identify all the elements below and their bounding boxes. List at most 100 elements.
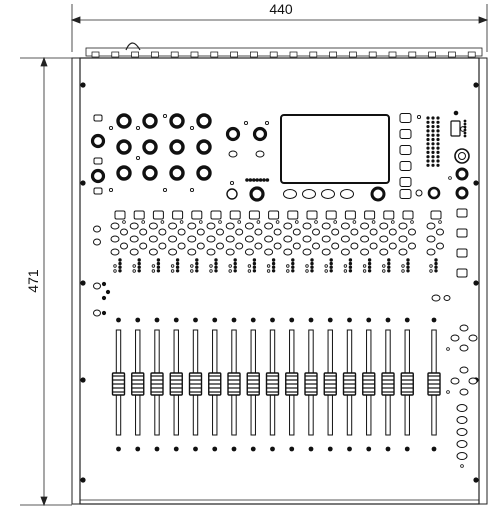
nav-button[interactable] (450, 377, 460, 385)
master-fader[interactable] (427, 317, 441, 452)
channel-button[interactable] (436, 242, 444, 250)
rotary-knob[interactable] (142, 139, 158, 155)
channel-button[interactable] (235, 242, 244, 250)
function-button[interactable] (399, 161, 412, 171)
channel-button[interactable] (120, 228, 128, 236)
channel-button[interactable] (302, 222, 312, 230)
rotary-knob[interactable] (455, 167, 469, 181)
rotary-knob[interactable] (455, 186, 469, 200)
channel-button[interactable] (110, 235, 120, 243)
nav-button[interactable] (456, 440, 468, 448)
rotary-knob[interactable] (90, 133, 106, 149)
channel-button[interactable] (225, 248, 235, 256)
channel-button[interactable] (408, 228, 416, 236)
channel-button[interactable] (254, 228, 263, 236)
rotary-knob[interactable] (196, 113, 212, 129)
channel-button[interactable] (331, 228, 340, 236)
rotary-knob[interactable] (196, 139, 212, 155)
nav-button[interactable] (459, 344, 469, 352)
nav-button[interactable] (456, 452, 468, 460)
nav-button[interactable] (459, 366, 469, 374)
channel-button[interactable] (264, 222, 274, 230)
small-button[interactable] (415, 189, 423, 197)
channel-button[interactable] (148, 235, 158, 243)
small-button[interactable] (228, 150, 238, 158)
channel-button[interactable] (206, 248, 216, 256)
channel-select-button[interactable] (114, 210, 126, 220)
channel-button[interactable] (398, 222, 408, 230)
channel-fader[interactable] (169, 317, 183, 452)
channel-button[interactable] (216, 242, 224, 250)
channel-button[interactable] (292, 228, 301, 236)
function-button[interactable] (399, 189, 412, 199)
function-button[interactable] (399, 129, 412, 139)
channel-button[interactable] (225, 222, 235, 230)
channel-select-button[interactable] (344, 210, 356, 220)
channel-button[interactable] (254, 242, 263, 250)
channel-button[interactable] (321, 222, 331, 230)
channel-fader[interactable] (304, 317, 318, 452)
channel-select-button[interactable] (383, 210, 395, 220)
channel-select-button[interactable] (191, 210, 203, 220)
channel-button[interactable] (168, 235, 178, 243)
channel-button[interactable] (273, 228, 282, 236)
channel-button[interactable] (340, 248, 350, 256)
channel-button[interactable] (139, 228, 148, 236)
channel-button[interactable] (388, 242, 397, 250)
channel-button[interactable] (264, 248, 274, 256)
channel-button[interactable] (292, 242, 301, 250)
channel-button[interactable] (148, 222, 158, 230)
channel-button[interactable] (426, 222, 436, 230)
channel-fader[interactable] (285, 317, 299, 452)
channel-button[interactable] (302, 235, 312, 243)
channel-button[interactable] (340, 235, 350, 243)
touch-screen[interactable] (280, 114, 390, 184)
channel-fader[interactable] (381, 317, 395, 452)
function-button[interactable] (456, 208, 468, 218)
channel-button[interactable] (312, 228, 320, 236)
channel-fader[interactable] (323, 317, 337, 452)
nav-button[interactable] (459, 324, 469, 332)
channel-select-button[interactable] (133, 210, 145, 220)
rotary-knob[interactable] (90, 168, 106, 184)
channel-button[interactable] (398, 235, 408, 243)
channel-button[interactable] (426, 235, 436, 243)
channel-button[interactable] (187, 235, 197, 243)
channel-button[interactable] (148, 248, 158, 256)
channel-fader[interactable] (265, 317, 280, 452)
channel-button[interactable] (187, 222, 197, 230)
channel-button[interactable] (225, 235, 235, 243)
channel-select-button[interactable] (430, 210, 442, 220)
channel-select-button[interactable] (210, 210, 222, 220)
function-button[interactable] (399, 145, 412, 155)
soft-key[interactable] (340, 189, 354, 199)
channel-button[interactable] (177, 242, 186, 250)
channel-select-button[interactable] (306, 210, 318, 220)
channel-button[interactable] (273, 242, 282, 250)
rotary-knob[interactable] (196, 165, 212, 181)
channel-button[interactable] (129, 235, 139, 243)
rotary-knob[interactable] (142, 113, 158, 129)
channel-button[interactable] (369, 242, 378, 250)
channel-button[interactable] (340, 222, 350, 230)
channel-button[interactable] (321, 248, 331, 256)
channel-button[interactable] (177, 228, 186, 236)
rotary-knob[interactable] (249, 186, 265, 202)
function-button[interactable] (456, 268, 468, 278)
soft-key[interactable] (302, 189, 316, 199)
nav-button[interactable] (450, 334, 460, 342)
rotary-knob[interactable] (142, 165, 158, 181)
channel-button[interactable] (158, 242, 167, 250)
soft-key[interactable] (283, 189, 297, 199)
channel-select-button[interactable] (364, 210, 376, 220)
channel-button[interactable] (196, 242, 205, 250)
channel-button[interactable] (110, 222, 120, 230)
channel-button[interactable] (369, 228, 378, 236)
channel-fader[interactable] (150, 317, 164, 452)
channel-button[interactable] (168, 222, 178, 230)
channel-button[interactable] (187, 248, 197, 256)
channel-fader[interactable] (131, 317, 145, 452)
rotary-knob[interactable] (169, 113, 185, 129)
channel-select-button[interactable] (229, 210, 241, 220)
channel-fader[interactable] (400, 317, 414, 452)
